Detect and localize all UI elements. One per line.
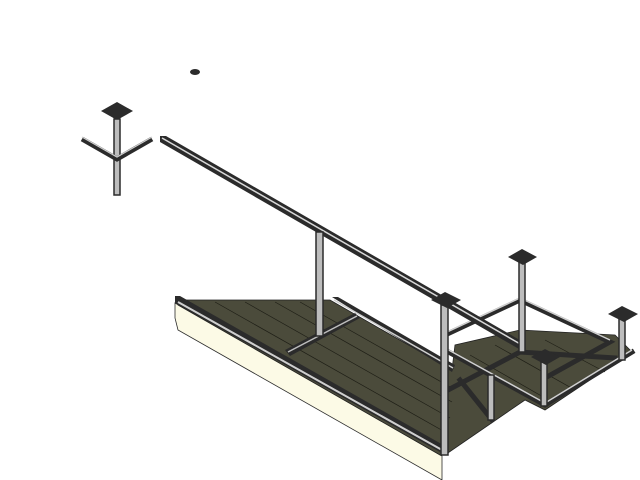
corner-post-right xyxy=(608,306,638,361)
corner-post-front xyxy=(431,292,461,456)
back-beam xyxy=(332,297,455,372)
short-post xyxy=(531,349,560,407)
handrail-post xyxy=(315,231,324,337)
handrail xyxy=(160,136,525,349)
model-fragment xyxy=(190,69,200,75)
deck-board-lines xyxy=(214,301,606,433)
corner-post-back xyxy=(508,249,537,353)
inner-post xyxy=(487,374,495,421)
detached-t-post xyxy=(80,102,154,196)
front-beam xyxy=(175,296,445,452)
